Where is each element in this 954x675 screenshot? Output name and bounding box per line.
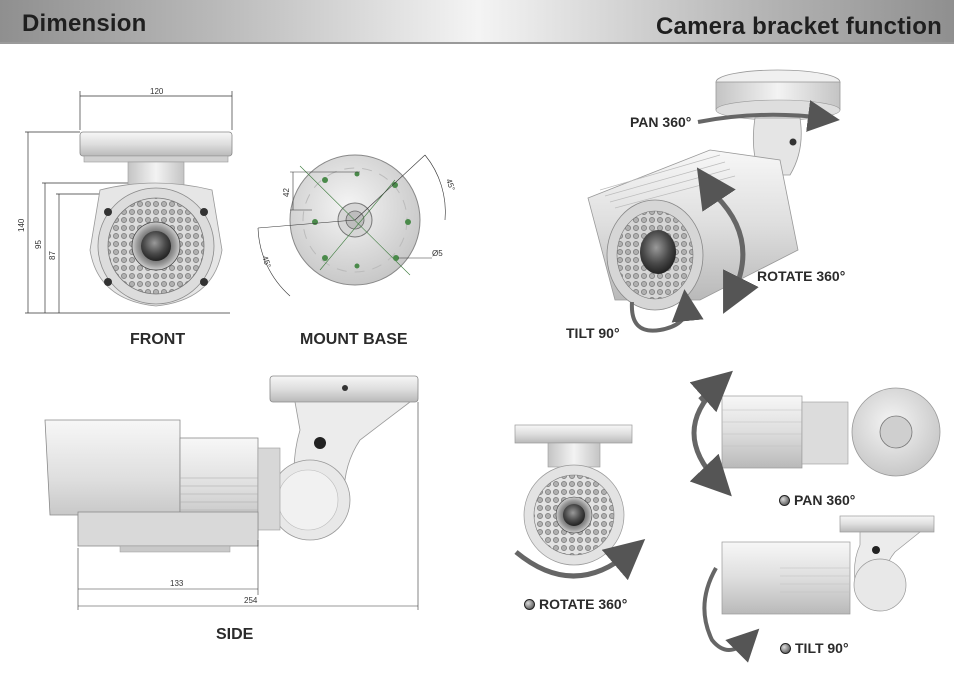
- front-view-drawing: 120 140 95 87: [17, 87, 233, 314]
- front-width-dim: 120: [150, 87, 164, 96]
- front-height-total-dim: 140: [17, 218, 26, 232]
- front-height-inner-dim: 87: [48, 251, 57, 260]
- mount-angle-bottom-dim: 45°: [260, 255, 273, 269]
- header-left-bar: Dimension: [0, 0, 478, 44]
- rotate-small-caption: ROTATE 360°: [524, 596, 627, 612]
- tilt-main-label: TILT 90°: [566, 325, 620, 341]
- side-view-drawing: 133 254: [44, 375, 419, 610]
- dimension-title: Dimension: [22, 10, 147, 37]
- side-total-length-dim: 254: [244, 596, 258, 605]
- mount-base-label: MOUNT BASE: [300, 331, 408, 348]
- pan-main-label: PAN 360°: [630, 114, 692, 130]
- front-height-mid-dim: 95: [34, 240, 43, 249]
- tilt-small-illustration: [702, 515, 935, 663]
- mount-height-dim: 42: [282, 188, 291, 197]
- bullet-icon: [524, 599, 535, 610]
- header-right-bar: Camera bracket function: [478, 0, 954, 44]
- tilt-small-caption: TILT 90°: [780, 640, 849, 656]
- side-label: SIDE: [216, 626, 254, 643]
- bullet-icon: [779, 495, 790, 506]
- mount-base-drawing: 42 45° 45° Ø5: [257, 154, 457, 297]
- rotate-main-label: ROTATE 360°: [757, 268, 846, 284]
- rotate-small-illustration: [514, 424, 646, 581]
- side-body-length-dim: 133: [170, 579, 184, 588]
- tilt-small-label: TILT 90°: [795, 640, 849, 656]
- mount-hole-dim: Ø5: [432, 249, 443, 258]
- pan-small-caption: PAN 360°: [779, 492, 855, 508]
- bullet-icon: [780, 643, 791, 654]
- front-label: FRONT: [130, 331, 186, 348]
- mount-angle-top-dim: 45°: [444, 178, 457, 192]
- main-camera-illustration: [587, 69, 841, 333]
- pan-small-illustration: [689, 370, 941, 497]
- bracket-function-title: Camera bracket function: [655, 13, 942, 40]
- rotate-small-label: ROTATE 360°: [539, 596, 628, 612]
- pan-small-label: PAN 360°: [794, 492, 856, 508]
